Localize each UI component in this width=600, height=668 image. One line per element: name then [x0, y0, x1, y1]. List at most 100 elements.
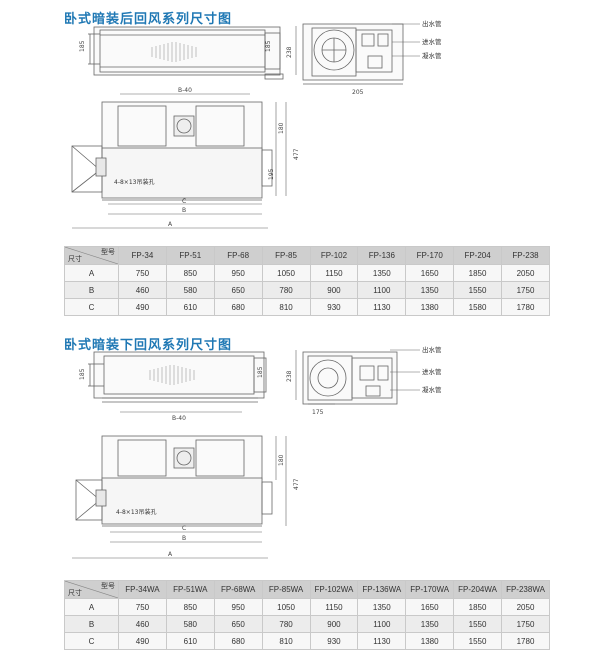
table-cell: 1750 — [501, 615, 550, 633]
pipe-label-inlet: 进水管 — [422, 37, 442, 46]
side-view — [88, 351, 267, 403]
rear-return-drawing: 185 185 238 出水管 进水管 凝水管 205 B-40 — [71, 19, 442, 229]
table-row: B 460 580 650 780 900 1100 1350 1550 175… — [64, 615, 550, 633]
model-header: FP-170WA — [405, 580, 455, 599]
table-cell: 780 — [261, 281, 311, 299]
model-header: FP-136 — [357, 246, 407, 265]
dim-185-left: 185 — [79, 368, 86, 380]
dim-180: 180 — [278, 454, 285, 466]
table-cell: 490 — [118, 298, 167, 316]
table-cell: 930 — [309, 632, 359, 650]
table-cell: 900 — [309, 281, 359, 299]
table-cell: 1780 — [501, 632, 550, 650]
pipe-label-outlet: 出水管 — [422, 19, 442, 28]
table-cell: 580 — [165, 281, 215, 299]
table-cell: 1650 — [405, 598, 455, 616]
table-cell: 930 — [309, 298, 359, 316]
table-cell: 950 — [213, 598, 263, 616]
table-cell: 1350 — [405, 281, 455, 299]
table-cell: 1150 — [309, 598, 359, 616]
table-cell: 1150 — [309, 264, 359, 282]
table-cell: 1750 — [501, 281, 550, 299]
section-title-bottom-return: 卧式暗装下回风系列尺寸图 — [64, 337, 233, 352]
dim-180: 180 — [278, 122, 285, 134]
end-view — [302, 23, 404, 85]
table-cell: 2050 — [501, 264, 550, 282]
model-header: FP-136WA — [357, 580, 407, 599]
model-header: FP-51WA — [165, 580, 215, 599]
table-cell: 1550 — [453, 632, 502, 650]
row-label: B — [64, 281, 119, 299]
table-cell: 810 — [261, 298, 311, 316]
dim-b40-top: B-40 — [172, 415, 186, 422]
table-cell: 1550 — [453, 281, 502, 299]
side-view-louver — [149, 365, 195, 385]
model-header: FP-68WA — [213, 580, 263, 599]
model-header: FP-85 — [261, 246, 311, 265]
table-row: B 460 580 650 780 900 1100 1350 1550 175… — [64, 281, 550, 299]
plan-view — [71, 101, 273, 201]
model-header: FP-34 — [118, 246, 167, 265]
table-cell: 810 — [261, 632, 311, 650]
table-cell: 750 — [118, 264, 167, 282]
dim-a: A — [168, 551, 173, 558]
table-cell: 1850 — [453, 598, 502, 616]
table-cell: 1050 — [261, 598, 311, 616]
table-cell: 580 — [165, 615, 215, 633]
model-header: FP-68 — [213, 246, 263, 265]
section-title-rear-return: 卧式暗装后回风系列尺寸图 — [64, 11, 233, 26]
row-label: A — [64, 264, 119, 282]
dim-477: 477 — [293, 478, 300, 490]
table-cell: 1780 — [501, 298, 550, 316]
table-cell: 460 — [118, 281, 167, 299]
model-header: FP-170 — [405, 246, 455, 265]
bottom-return-drawing: 185 185 238 B-40 出水管 进水管 凝水管 175 180 — [72, 345, 442, 559]
dim-195: 195 — [268, 168, 275, 180]
model-header: FP-34WA — [118, 580, 167, 599]
dim-c: C — [182, 198, 186, 205]
dim-a: A — [168, 221, 173, 228]
dim-238: 238 — [286, 46, 293, 58]
table-cell: 1850 — [453, 264, 502, 282]
table-cell: 780 — [261, 615, 311, 633]
table-cell: 1350 — [357, 598, 407, 616]
dim-b: B — [182, 207, 186, 214]
table-cell: 1130 — [357, 298, 407, 316]
table-cell: 1350 — [405, 615, 455, 633]
dim-175: 175 — [312, 409, 324, 416]
table-corner-cell: 型号 尺寸 — [64, 580, 119, 599]
pipe-label-drain: 凝水管 — [422, 51, 442, 60]
table-row: A 750 850 950 1050 1150 1350 1650 1850 2… — [64, 264, 550, 282]
pipe-label-drain: 凝水管 — [422, 385, 442, 394]
spec-table-rear-return: 型号 尺寸 FP-34 FP-51 FP-68 FP-85 FP-102 FP-… — [64, 246, 550, 316]
table-cell: 610 — [165, 632, 215, 650]
table-cell: 1050 — [261, 264, 311, 282]
pipe-label-inlet: 进水管 — [422, 367, 442, 376]
dim-185-left: 185 — [79, 40, 86, 52]
dim-b40-top: B-40 — [178, 87, 192, 94]
table-cell: 650 — [213, 615, 263, 633]
table-cell: 490 — [118, 632, 167, 650]
dim-b: B — [182, 535, 186, 542]
hanging-hole-note: 4-8×13吊装孔 — [116, 508, 156, 516]
table-cell: 1550 — [453, 615, 502, 633]
table-cell: 1100 — [357, 281, 407, 299]
hanging-hole-note: 4-8×13吊装孔 — [114, 178, 154, 186]
pipe-label-outlet: 出水管 — [422, 345, 442, 354]
spec-table-bottom-return: 型号 尺寸 FP-34WA FP-51WA FP-68WA FP-85WA FP… — [64, 580, 550, 650]
dim-185-right: 185 — [257, 366, 264, 378]
model-header: FP-85WA — [261, 580, 311, 599]
table-cell: 2050 — [501, 598, 550, 616]
table-cell: 1130 — [357, 632, 407, 650]
table-cell: 610 — [165, 298, 215, 316]
table-cell: 850 — [165, 264, 215, 282]
side-view-louver — [151, 42, 197, 62]
plan-view — [75, 435, 273, 527]
table-cell: 1380 — [405, 298, 455, 316]
table-cell: 680 — [213, 298, 263, 316]
table-cell: 460 — [118, 615, 167, 633]
row-label: B — [64, 615, 119, 633]
dim-185-right: 185 — [265, 40, 272, 52]
table-cell: 1380 — [405, 632, 455, 650]
row-label: C — [64, 298, 119, 316]
